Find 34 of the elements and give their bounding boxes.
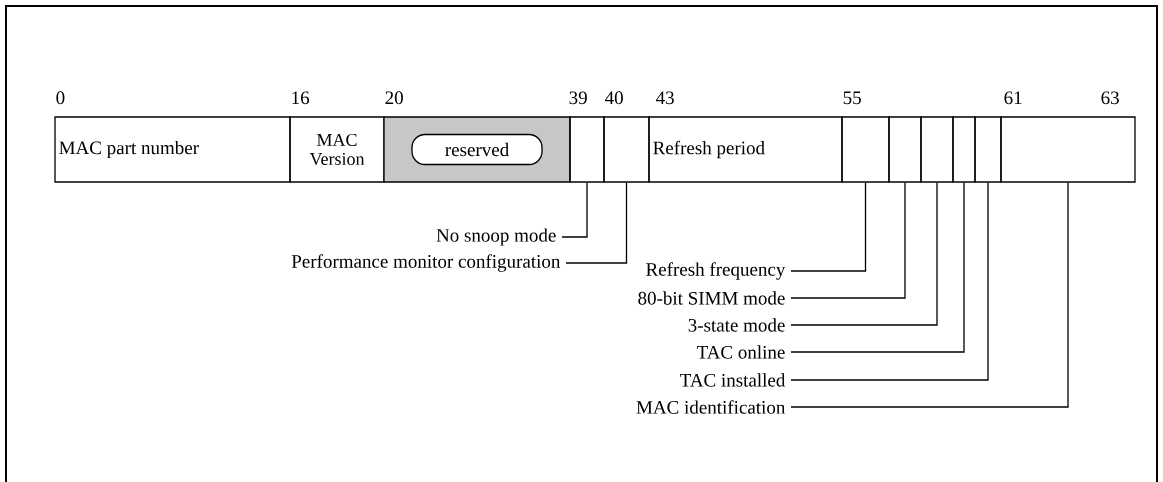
- leader-line: [565, 182, 628, 264]
- reserved-badge: reserved: [411, 133, 543, 166]
- bit-number: 61: [1004, 91, 1022, 105]
- register-field: [920, 116, 954, 183]
- register-field: Refresh period: [648, 116, 843, 183]
- bit-number: 40: [605, 91, 623, 105]
- field-label: 3-state mode: [688, 318, 785, 332]
- register-field: [974, 116, 1002, 183]
- register-field: [569, 116, 605, 183]
- register-field: [603, 116, 650, 183]
- bit-number: 16: [292, 91, 310, 105]
- field-label: Performance monitor configuration: [291, 254, 561, 272]
- leader-line: [561, 182, 588, 238]
- leader-line: [790, 182, 938, 326]
- field-label: No snoop mode: [436, 228, 556, 246]
- leader-line: [790, 182, 989, 381]
- field-label: TAC installed: [680, 373, 786, 387]
- leader-line: [790, 182, 965, 353]
- bit-number: 55: [843, 91, 861, 105]
- register-field: [952, 116, 976, 183]
- field-label: Refresh frequency: [646, 262, 786, 280]
- bit-number: 43: [656, 91, 674, 105]
- field-label: MAC identification: [636, 400, 786, 414]
- field-label: 80-bit SIMM mode: [638, 291, 785, 305]
- leader-line: [790, 182, 906, 299]
- leader-line: [790, 182, 867, 272]
- field-label: TAC online: [697, 345, 785, 359]
- register-field: MAC part number: [54, 116, 291, 183]
- register-field: [841, 116, 890, 183]
- bit-number: 20: [385, 91, 403, 105]
- leader-line: [790, 182, 1069, 408]
- register-field: [1000, 116, 1136, 183]
- bit-number: 39: [569, 91, 587, 105]
- register-field: [888, 116, 922, 183]
